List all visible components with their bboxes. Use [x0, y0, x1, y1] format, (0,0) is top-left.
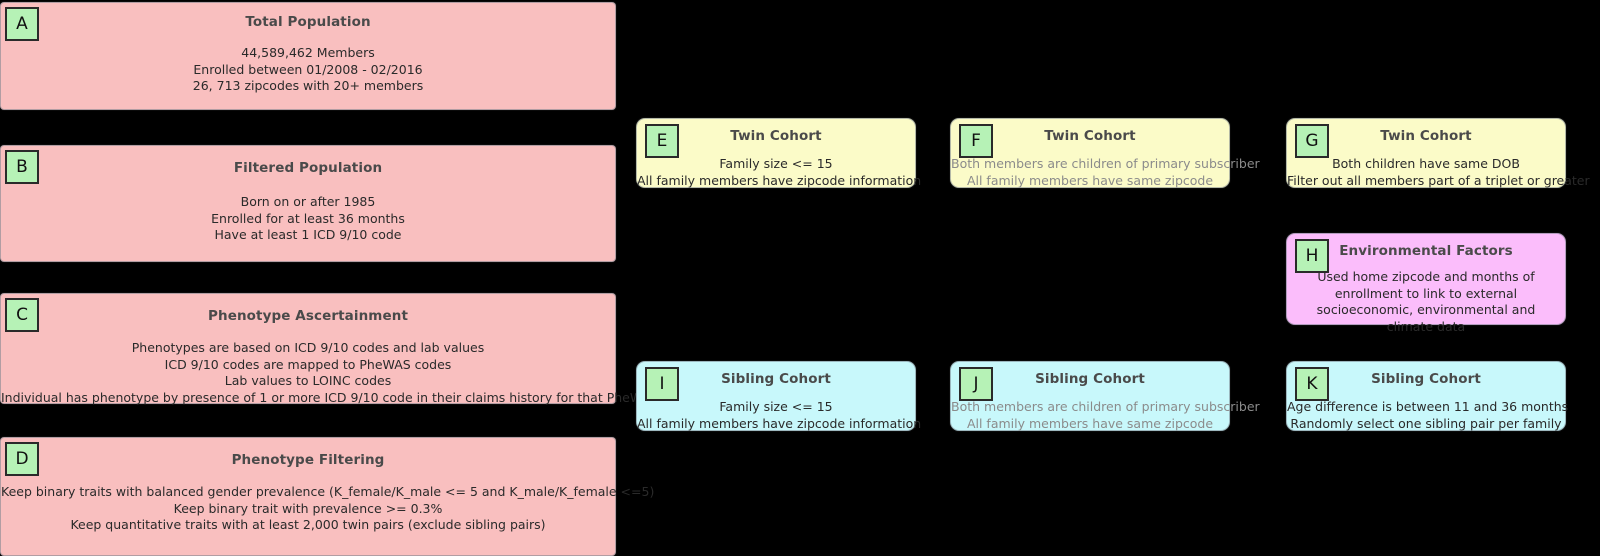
card-title-k: Sibling Cohort — [1371, 371, 1481, 387]
card-body-d: Keep binary traits with balanced gender … — [1, 484, 655, 534]
card-body-h: Used home zipcode and months of enrollme… — [1287, 269, 1565, 335]
card-line: All family members have zipcode informat… — [637, 172, 922, 188]
card-body-b: Born on or after 1985 Enrolled for at le… — [1, 194, 615, 244]
card-badge-h: H — [1295, 239, 1329, 273]
card-phenotype-ascertainment: C Phenotype Ascertainment Phenotypes are… — [0, 293, 693, 406]
card-line: Randomly select one sibling pair per fam… — [1290, 415, 1562, 431]
card-badge-e: E — [645, 124, 679, 158]
card-body-e: Family size <= 15 All family members hav… — [637, 156, 922, 189]
card-title-j: Sibling Cohort — [1035, 371, 1145, 387]
card-line: Keep binary traits with balanced gender … — [1, 484, 655, 499]
card-line: All family members have same zipcode — [966, 415, 1214, 431]
card-body-c: Phenotypes are based on ICD 9/10 codes a… — [1, 340, 693, 406]
card-body-a: 44,589,462 Members Enrolled between 01/2… — [1, 45, 615, 95]
card-twin-cohort-f: F Twin Cohort Both members are children … — [950, 118, 1260, 189]
card-badge-c: C — [5, 298, 39, 332]
card-badge-f: F — [959, 124, 993, 158]
card-badge-i: I — [645, 367, 679, 401]
card-phenotype-filtering: D Phenotype Filtering Keep binary traits… — [0, 437, 655, 556]
card-twin-cohort-e: E Twin Cohort Family size <= 15 All fami… — [636, 118, 922, 189]
card-line: Age difference is between 11 and 36 mont… — [1287, 399, 1569, 414]
card-line: Family size <= 15 — [719, 399, 833, 414]
card-title-e: Twin Cohort — [730, 128, 822, 144]
card-line: Filter out all members part of a triplet… — [1287, 172, 1590, 188]
card-line: All family members have zipcode informat… — [637, 415, 922, 431]
card-line: 44,589,462 Members — [241, 45, 375, 60]
card-line: Individual has phenotype by presence of … — [1, 389, 693, 405]
card-title-g: Twin Cohort — [1380, 128, 1472, 144]
card-line: Enrolled between 01/2008 - 02/2016 — [193, 61, 423, 77]
card-line: Both members are children of primary sub… — [951, 156, 1260, 171]
card-badge-a: A — [5, 7, 39, 41]
card-line: Have at least 1 ICD 9/10 code — [214, 227, 402, 242]
card-badge-b: B — [5, 150, 39, 184]
card-body-k: Age difference is between 11 and 36 mont… — [1287, 399, 1569, 432]
card-line: 26, 713 zipcodes with 20+ members — [192, 78, 424, 93]
card-title-a: Total Population — [245, 14, 371, 30]
card-title-d: Phenotype Filtering — [231, 452, 385, 468]
card-title-i: Sibling Cohort — [721, 371, 831, 387]
card-line: Enrolled for at least 36 months — [211, 210, 405, 226]
card-line: Both children have same DOB — [1332, 156, 1520, 171]
card-line: Keep quantitative traits with at least 2… — [70, 517, 546, 532]
card-title-c: Phenotype Ascertainment — [207, 308, 408, 324]
card-title-b: Filtered Population — [233, 160, 383, 176]
card-sibling-cohort-j: J Sibling Cohort Both members are childr… — [950, 361, 1260, 432]
card-sibling-cohort-i: I Sibling Cohort Family size <= 15 All f… — [636, 361, 922, 432]
card-body-g: Both children have same DOB Filter out a… — [1287, 156, 1590, 189]
card-badge-g: G — [1295, 124, 1329, 158]
card-title-f: Twin Cohort — [1044, 128, 1136, 144]
card-line: Lab values to LOINC codes — [224, 373, 392, 388]
card-title-h: Environmental Factors — [1339, 243, 1513, 259]
card-body-i: Family size <= 15 All family members hav… — [637, 399, 922, 432]
card-filtered-population: B Filtered Population Born on or after 1… — [0, 145, 616, 262]
card-twin-cohort-g: G Twin Cohort Both children have same DO… — [1286, 118, 1590, 189]
card-line: Used home zipcode and months of enrollme… — [1316, 269, 1536, 334]
card-line: All family members have same zipcode — [966, 172, 1214, 188]
card-badge-k: K — [1295, 367, 1329, 401]
card-environmental-factors: H Environmental Factors Used home zipcod… — [1286, 233, 1566, 334]
card-badge-d: D — [5, 442, 39, 476]
card-line: Phenotypes are based on ICD 9/10 codes a… — [131, 340, 485, 355]
card-line: Both members are children of primary sub… — [951, 399, 1260, 414]
card-total-population: A Total Population 44,589,462 Members En… — [0, 2, 616, 110]
card-sibling-cohort-k: K Sibling Cohort Age difference is betwe… — [1286, 361, 1569, 432]
card-body-f: Both members are children of primary sub… — [951, 156, 1260, 189]
card-badge-j: J — [959, 367, 993, 401]
card-line: Keep binary trait with prevalence >= 0.3… — [173, 500, 443, 516]
card-line: Born on or after 1985 — [240, 194, 376, 209]
card-line: Family size <= 15 — [719, 156, 833, 171]
card-line: ICD 9/10 codes are mapped to PheWAS code… — [164, 356, 452, 372]
card-body-j: Both members are children of primary sub… — [951, 399, 1260, 432]
